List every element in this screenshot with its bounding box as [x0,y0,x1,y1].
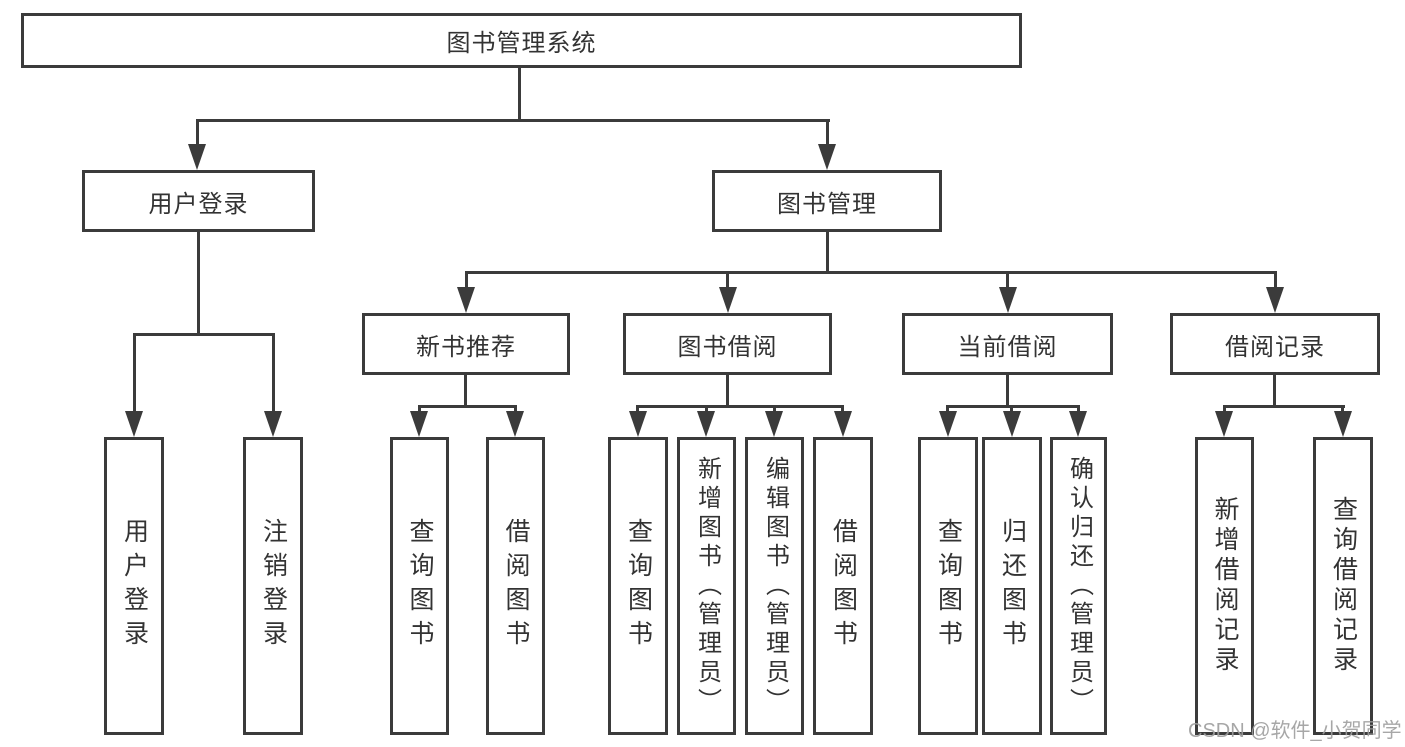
connector-current-borrow-bus [946,405,1080,408]
connector-drop-new-book-rec [465,271,468,291]
node-leaf-logout-label: 注销登录 [259,518,288,654]
connector-drop-br-add [1223,405,1226,415]
arrowhead-br-add [1215,411,1233,437]
connector-level2-bus [196,119,830,122]
node-root: 图书管理系统 [21,13,1022,68]
connector-user-login-bus [133,333,275,336]
connector-drop-borrow-records [1274,271,1277,291]
connector-drop-user-login [196,119,199,146]
arrowhead-nb-query [410,411,428,437]
arrowhead-bb-query [629,411,647,437]
node-root-label: 图书管理系统 [446,30,597,57]
arrowhead-cb-return [1003,411,1021,437]
node-leaf-br-query: 查询借阅记录 [1313,437,1373,735]
arrowhead-current-borrow [999,287,1017,313]
node-borrow-records-label: 借阅记录 [1225,333,1325,361]
node-leaf-br-add-label: 新增借阅记录 [1211,496,1239,676]
node-leaf-cb-return-label: 归还图书 [998,518,1027,654]
arrowhead-book-mgmt [818,144,836,170]
node-new-book-rec-label: 新书推荐 [416,333,516,361]
arrowhead-new-book-rec [457,287,475,313]
arrowhead-borrow-records [1266,287,1284,313]
arrowhead-user-login [188,144,206,170]
node-leaf-user-login-label: 用户登录 [120,518,149,654]
connector-borrow-records-bus [1223,405,1345,408]
node-leaf-br-add: 新增借阅记录 [1195,437,1254,735]
node-current-borrow: 当前借阅 [902,313,1113,375]
node-leaf-bb-borrow-label: 借阅图书 [829,518,858,654]
node-leaf-bb-add: 新增图书（管理员） [677,437,736,735]
node-leaf-nb-borrow-label: 借阅图书 [502,518,530,654]
connector-level3-bus [465,271,1277,274]
node-book-borrow-label: 图书借阅 [677,333,778,361]
node-leaf-nb-borrow: 借阅图书 [486,437,545,735]
arrowhead-bb-borrow [834,411,852,437]
connector-drop-book-borrow [726,271,729,291]
connector-drop-bb-query [636,405,639,415]
connector-drop-leaf-user-login [133,333,136,413]
connector-drop-nb-query [418,405,421,415]
node-leaf-bb-borrow: 借阅图书 [813,437,873,735]
connector-drop-cb-confirm [1077,405,1080,415]
arrowhead-nb-borrow [506,411,524,437]
connector-current-borrow-stem [1006,375,1009,408]
node-leaf-bb-edit: 编辑图书（管理员） [745,437,804,735]
arrowhead-cb-query [939,411,957,437]
connector-drop-nb-borrow [514,405,517,415]
arrowhead-br-query [1334,411,1352,437]
node-book-mgmt-label: 图书管理 [777,190,877,218]
connector-drop-leaf-logout [272,333,275,413]
connector-drop-br-query [1341,405,1344,415]
node-leaf-cb-confirm: 确认归还（管理员） [1050,437,1107,735]
node-leaf-cb-return: 归还图书 [982,437,1042,735]
csdn-watermark: CSDN @软件_小贺同学 [1188,720,1402,742]
connector-user-login-stem [197,232,200,336]
arrowhead-cb-confirm [1069,411,1087,437]
arrowhead-book-borrow [719,287,737,313]
connector-drop-bb-edit [773,405,776,415]
node-leaf-cb-query: 查询图书 [918,437,978,735]
connector-drop-book-mgmt [826,119,829,146]
node-leaf-user-login: 用户登录 [104,437,164,735]
node-leaf-nb-query: 查询图书 [390,437,449,735]
connector-book-borrow-bus [636,405,844,408]
node-leaf-bb-edit-label: 编辑图书（管理员） [761,455,789,717]
node-leaf-bb-query: 查询图书 [608,437,668,735]
node-leaf-bb-add-label: 新增图书（管理员） [693,455,721,717]
connector-drop-bb-add [705,405,708,415]
node-leaf-cb-query-label: 查询图书 [934,518,963,654]
node-leaf-logout: 注销登录 [243,437,303,735]
node-leaf-br-query-label: 查询借阅记录 [1329,496,1358,676]
node-new-book-rec: 新书推荐 [362,313,570,375]
connector-new-book-rec-bus [418,405,517,408]
arrowhead-leaf-logout [264,411,282,437]
arrowhead-bb-add [697,411,715,437]
node-borrow-records: 借阅记录 [1170,313,1380,375]
connector-drop-cb-query [946,405,949,415]
node-user-login: 用户登录 [82,170,315,232]
connector-root-stem [518,66,521,121]
connector-drop-bb-borrow [841,405,844,415]
node-leaf-nb-query-label: 查询图书 [406,518,434,654]
connector-book-mgmt-stem [826,232,829,274]
arrowhead-bb-edit [765,411,783,437]
node-leaf-bb-query-label: 查询图书 [624,518,653,654]
connector-book-borrow-stem [726,375,729,408]
connector-borrow-records-stem [1273,375,1276,408]
node-book-mgmt: 图书管理 [712,170,942,232]
connector-drop-cb-return [1010,405,1013,415]
arrowhead-leaf-user-login [125,411,143,437]
node-leaf-cb-confirm-label: 确认归还（管理员） [1065,455,1093,717]
node-user-login-label: 用户登录 [148,190,249,218]
connector-drop-current-borrow [1006,271,1009,291]
node-book-borrow: 图书借阅 [623,313,832,375]
connector-new-book-rec-stem [464,375,467,408]
node-current-borrow-label: 当前借阅 [957,333,1058,361]
